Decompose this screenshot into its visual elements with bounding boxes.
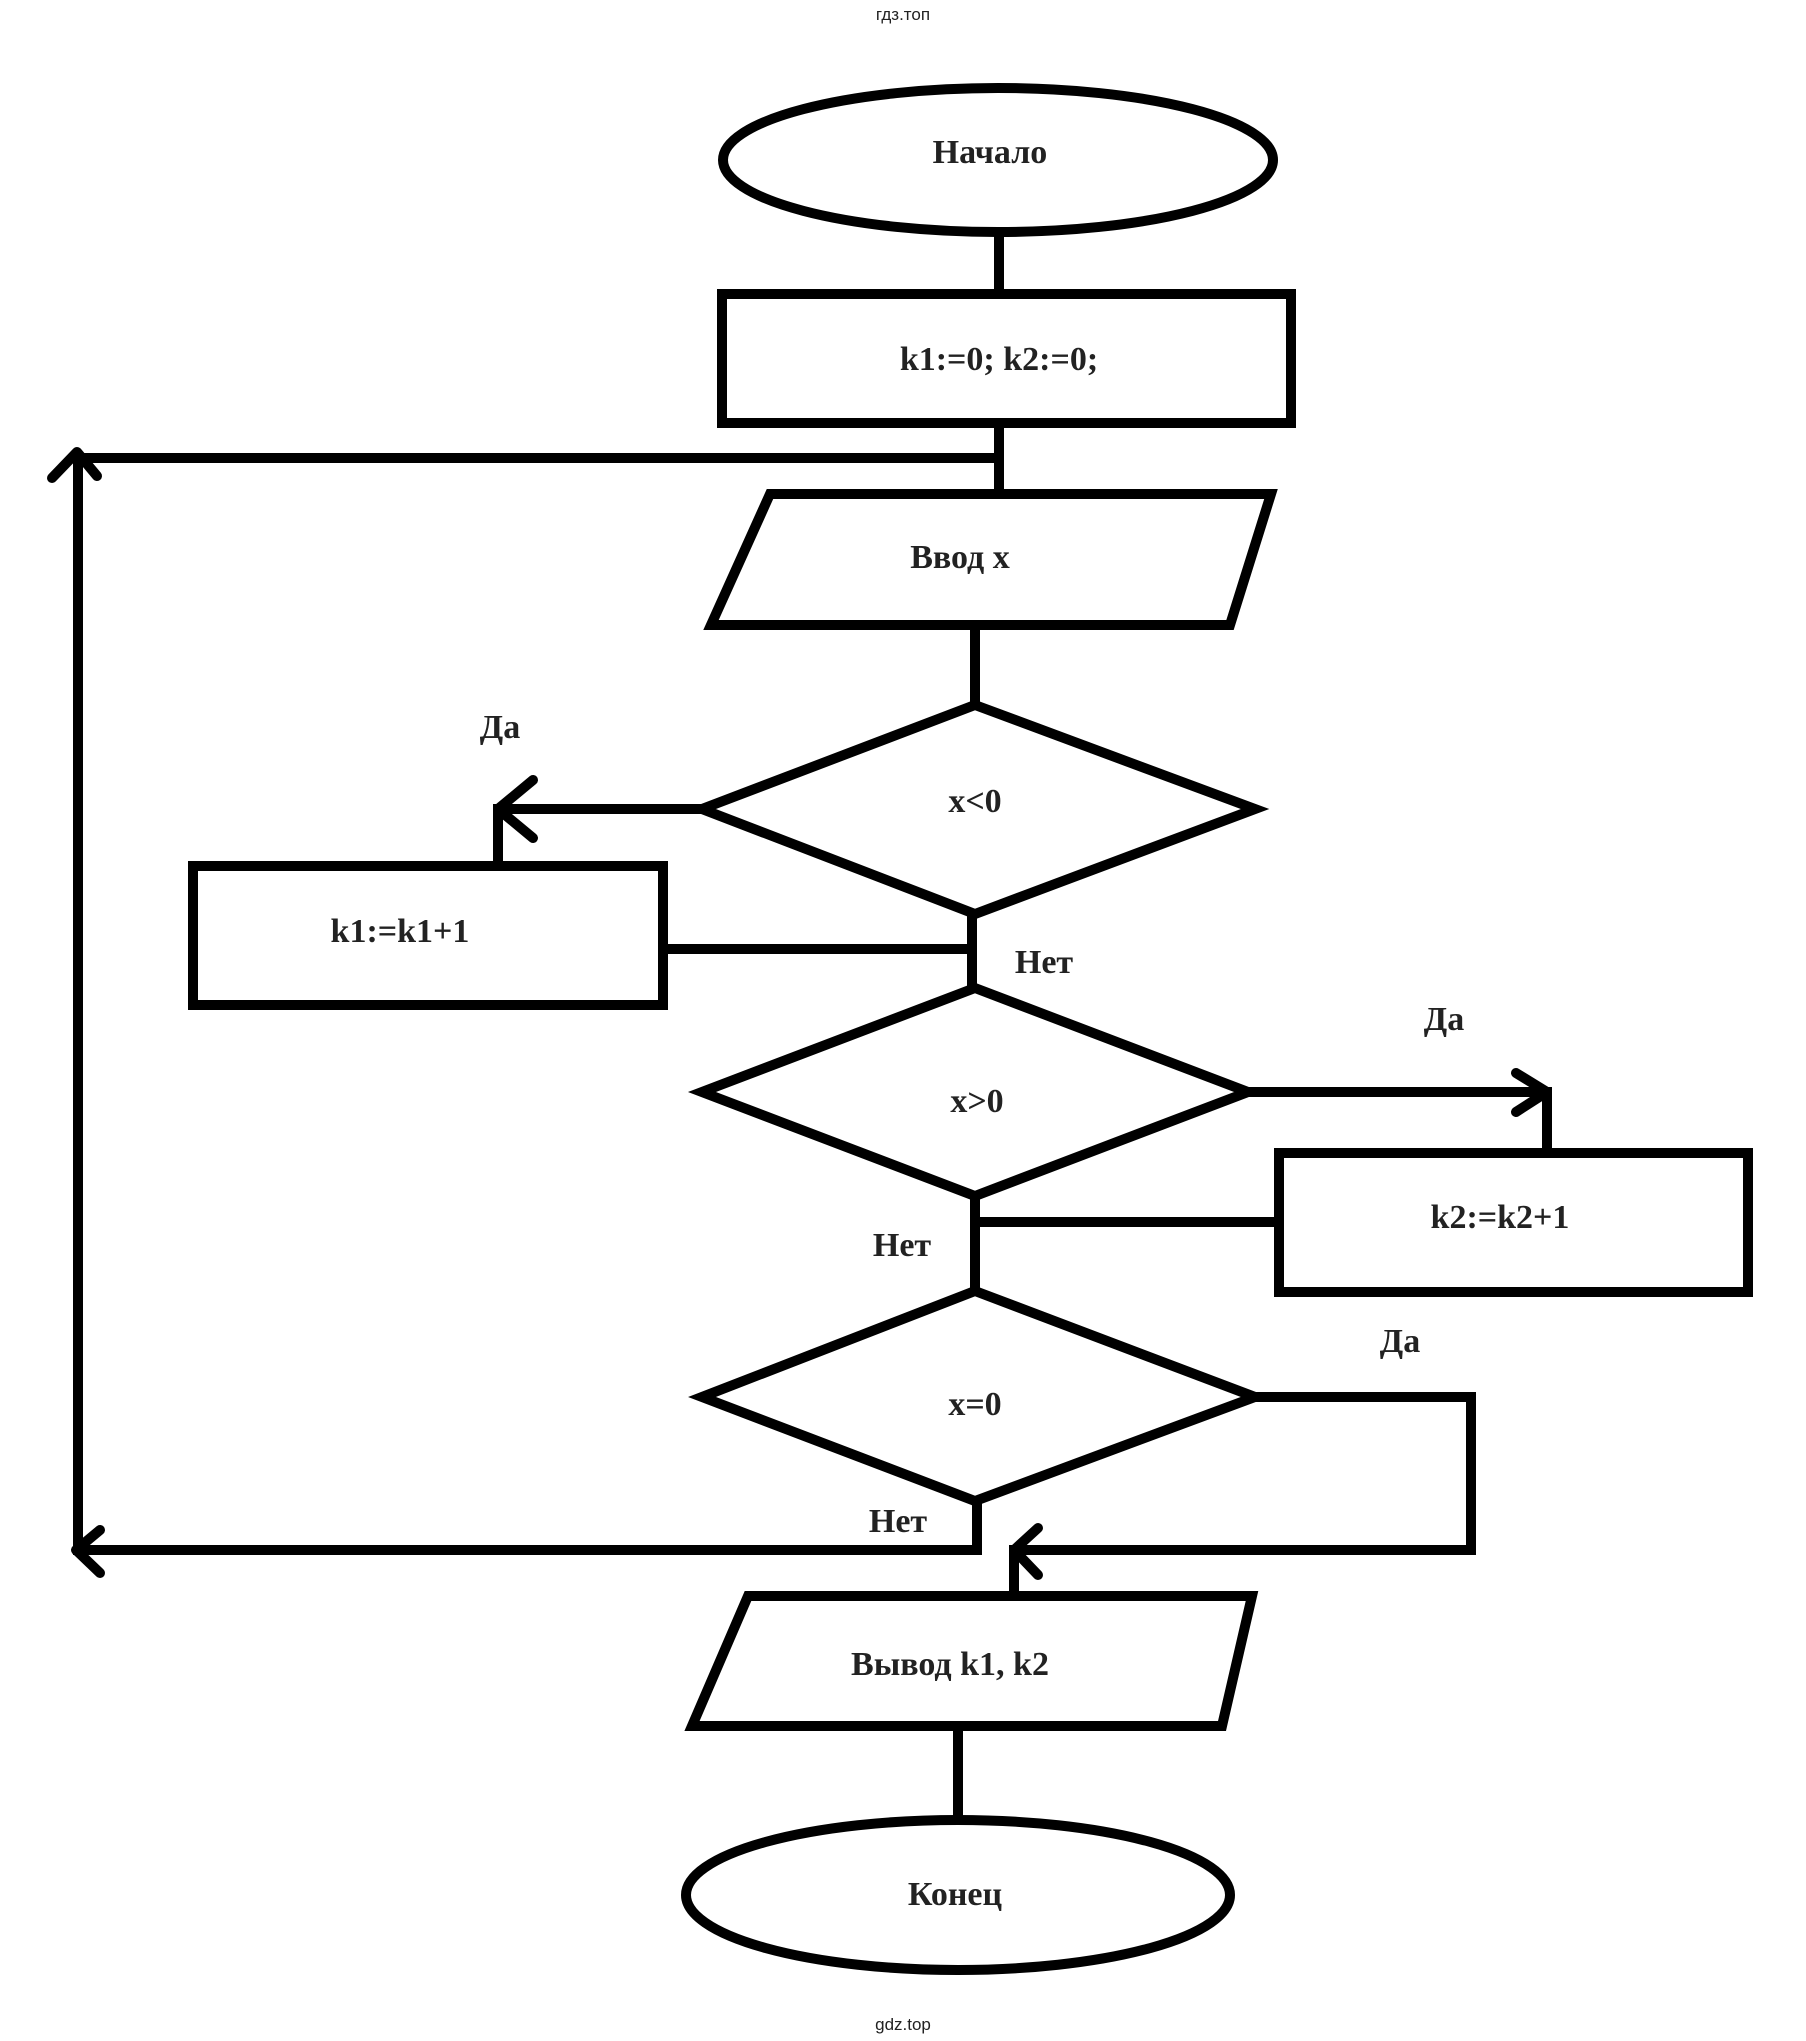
- cond3-label: x=0: [948, 1386, 1001, 1423]
- input-io-box: [703, 489, 1278, 630]
- cond3-no-arrow-icon: [71, 1525, 105, 1578]
- end-label: Конец: [908, 1876, 1003, 1913]
- cond3-no-line: [73, 1496, 982, 1555]
- watermark-top: гдз.топ: [876, 5, 930, 24]
- action1-label: k1:=k1+1: [331, 913, 470, 950]
- end-terminal: [681, 1815, 1235, 1975]
- cond1-no-label: Нет: [1015, 944, 1074, 981]
- action2-label: k2:=k2+1: [1431, 1199, 1570, 1236]
- cond2-no-label: Нет: [873, 1227, 932, 1264]
- cond2-label: x>0: [950, 1083, 1003, 1120]
- output-label: Вывод k1, k2: [851, 1646, 1049, 1683]
- input-label: Ввод x: [910, 539, 1010, 576]
- init-label: k1:=0; k2:=0;: [900, 341, 1098, 378]
- init-process-box: [717, 289, 1296, 428]
- output-io-box: [684, 1591, 1259, 1731]
- cond1-label: x<0: [948, 783, 1001, 820]
- cond1-yes-label: Да: [480, 709, 520, 746]
- start-label: Начало: [933, 134, 1048, 171]
- watermark-bottom: gdz.top: [875, 2015, 931, 2034]
- action1-process-box: [188, 861, 668, 1010]
- cond3-yes-line: [1009, 1392, 1476, 1555]
- cond3-yes-label: Да: [1380, 1323, 1420, 1360]
- loop-up-arrow-icon: [47, 447, 102, 483]
- cond2-yes-label: Да: [1424, 1001, 1464, 1038]
- cond3-no-label: Нет: [869, 1503, 928, 1540]
